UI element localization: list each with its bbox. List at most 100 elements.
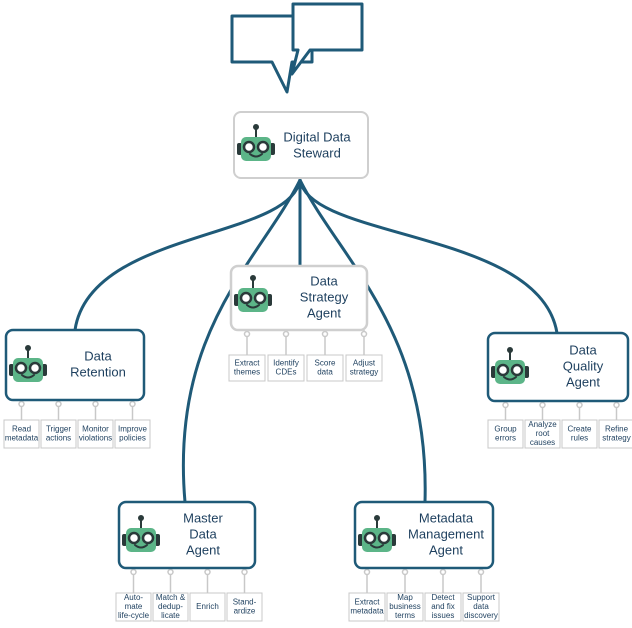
data-retention-task-2-line-0: Monitor	[82, 425, 109, 434]
data-quality-task-3-line-0: Refine	[605, 425, 629, 434]
master-data-task-0-line-0: Auto-	[124, 593, 143, 602]
data-strategy-tasks: ExtractthemesIdentifyCDEsScoredataAdjust…	[228, 330, 383, 382]
data-retention-task-3-line-0: Improve	[118, 425, 147, 434]
data-retention-title-line-0: Data	[84, 348, 112, 363]
data-strategy-title-line-0: Data	[310, 273, 338, 288]
data-retention-task-0-line-0: Read	[12, 425, 31, 434]
data-strategy-task-1-line-0: Identify	[273, 359, 299, 368]
metadata-management-title-line-0: Metadata	[419, 510, 474, 525]
data-retention-tasks: ReadmetadataTriggeractionsMonitorviolati…	[3, 400, 151, 449]
master-data-task-0-line-1: mate	[125, 602, 143, 611]
data-quality-title-line-2: Agent	[566, 374, 600, 389]
metadata-management-task-0-line-0: Extract	[355, 598, 381, 607]
master-data-task-1-line-0: Match &	[156, 593, 186, 602]
robot-icon	[237, 124, 275, 161]
robot-icon	[491, 347, 529, 384]
data-strategy-task-0-line-1: themes	[234, 368, 260, 377]
task-box: Match &dedup-licate	[152, 592, 189, 622]
data-quality-task-2-line-0: Create	[567, 425, 592, 434]
master-data-task-1-line-2: licate	[161, 611, 180, 620]
data-retention-agent-node[interactable]: ReadmetadataTriggeractionsMonitorviolati…	[3, 328, 151, 449]
nodes-layer: Digital DataStewardExtractthemesIdentify…	[3, 111, 632, 622]
steward-title-line-0: Digital Data	[283, 129, 351, 144]
master-data-title-line-2: Agent	[186, 542, 220, 557]
data-quality-title-line-0: Data	[569, 342, 597, 357]
master-data-task-2-line-0: Enrich	[196, 602, 219, 611]
data-quality-task-0-line-1: errors	[495, 434, 516, 443]
metadata-management-task-0-line-1: metadata	[350, 607, 384, 616]
robot-icon	[122, 515, 160, 552]
master-data-task-3-line-1: ardize	[234, 607, 256, 616]
metadata-management-task-3-line-1: data	[473, 602, 489, 611]
data-quality-tasks: GrouperrorsAnalyzerootcausesCreaterulesR…	[487, 401, 632, 449]
metadata-management-task-3-line-2: discovery	[464, 611, 498, 620]
data-retention-task-3-line-1: policies	[119, 434, 146, 443]
data-strategy-task-1-line-1: CDEs	[276, 368, 297, 377]
master-data-task-3-line-0: Stand-	[233, 598, 257, 607]
data-retention-task-0-line-1: metadata	[5, 434, 39, 443]
data-strategy-task-3-line-1: strategy	[350, 368, 378, 377]
data-quality-title-line-1: Quality	[563, 358, 604, 373]
metadata-management-task-3-line-0: Support	[467, 593, 496, 602]
metadata-management-task-2-line-0: Detect	[431, 593, 455, 602]
data-quality-task-3-line-1: strategy	[602, 434, 630, 443]
link-steward-to-metadata-management	[298, 178, 427, 504]
speech-bubbles-icon	[230, 2, 364, 94]
metadata-management-task-1-line-2: terms	[395, 611, 415, 620]
data-quality-task-1-line-0: Analyze	[528, 420, 557, 429]
master-data-task-1-line-1: dedup-	[158, 602, 183, 611]
task-box: Stand-ardize	[226, 592, 263, 622]
master-data-title-line-0: Master	[183, 510, 223, 525]
data-retention-task-1-line-1: actions	[46, 434, 71, 443]
metadata-management-task-1-line-1: business	[389, 602, 421, 611]
data-quality-task-1-line-1: root	[536, 429, 551, 438]
robot-icon	[358, 515, 396, 552]
steward-title-line-1: Steward	[293, 145, 341, 160]
data-strategy-title-line-1: Strategy	[300, 289, 349, 304]
data-strategy-title-line-2: Agent	[307, 305, 341, 320]
data-strategy-task-3-line-0: Adjust	[353, 359, 376, 368]
metadata-management-title-line-1: Management	[408, 526, 484, 541]
master-data-task-0-line-2: life-cycle	[118, 611, 150, 620]
link-steward-to-data-quality	[298, 178, 559, 335]
data-strategy-task-0-line-0: Extract	[235, 359, 261, 368]
metadata-management-title-line-2: Agent	[429, 542, 463, 557]
data-retention-task-1-line-0: Trigger	[46, 425, 71, 434]
metadata-management-task-2-line-1: and fix	[431, 602, 455, 611]
data-quality-agent-node[interactable]: GrouperrorsAnalyzerootcausesCreaterulesR…	[486, 331, 632, 449]
data-strategy-agent-node[interactable]: ExtractthemesIdentifyCDEsScoredataAdjust…	[228, 264, 383, 382]
link-steward-to-master-data	[181, 178, 302, 504]
data-strategy-task-2-line-0: Score	[315, 359, 336, 368]
metadata-management-task-2-line-2: issues	[432, 611, 455, 620]
robot-icon	[234, 275, 272, 312]
metadata-management-task-1-line-0: Map	[397, 593, 413, 602]
data-quality-task-1-line-2: causes	[530, 438, 555, 447]
master-data-title-line-1: Data	[189, 526, 217, 541]
link-steward-to-data-retention	[73, 178, 302, 332]
hierarchy-links	[73, 178, 559, 504]
data-strategy-task-2-line-1: data	[317, 368, 333, 377]
data-quality-task-2-line-1: rules	[571, 434, 588, 443]
data-retention-task-2-line-1: violations	[79, 434, 112, 443]
